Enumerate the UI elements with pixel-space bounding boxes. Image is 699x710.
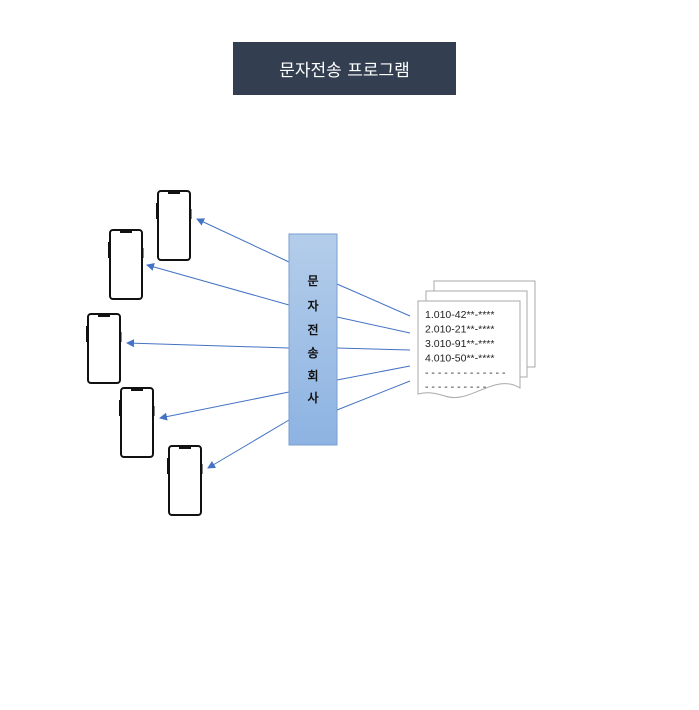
dash-line: - - - - - - - - - - - - - [425, 367, 506, 379]
source-line [336, 365, 411, 381]
send-arrow [159, 391, 290, 421]
company-char: 송 [307, 346, 318, 360]
sms-company-box [288, 233, 338, 446]
source-line [336, 316, 411, 334]
title-banner: 문자전송 프로그램 [233, 42, 456, 95]
company-char: 사 [307, 390, 318, 405]
phone-number-line: 2.010-21**-**** [425, 324, 494, 336]
send-arrow [196, 218, 290, 263]
send-arrow [207, 419, 290, 469]
company-char: 회 [307, 368, 318, 383]
phone-icon [108, 229, 144, 300]
phone-icon [86, 313, 122, 384]
send-arrow [126, 339, 290, 349]
company-char: 문 [307, 274, 318, 288]
send-arrow [146, 263, 290, 306]
phone-number-line: 3.010-91**-**** [425, 338, 494, 350]
phone-icon [156, 190, 192, 261]
phone-number-line: 4.010-50**-**** [425, 353, 494, 365]
dash-line: - - - - - - - - - - [425, 381, 487, 393]
company-char: 전 [307, 322, 318, 337]
source-line [336, 347, 411, 351]
source-line [336, 283, 411, 317]
source-line [336, 380, 411, 411]
phone-icon [167, 445, 203, 516]
phone-icon [119, 387, 155, 458]
company-char: 자 [307, 298, 318, 313]
recipient-document: 1.010-42**-**** 2.010-21**-**** 3.010-91**… [417, 280, 536, 399]
phone-number-line: 1.010-42**-**** [425, 309, 494, 321]
